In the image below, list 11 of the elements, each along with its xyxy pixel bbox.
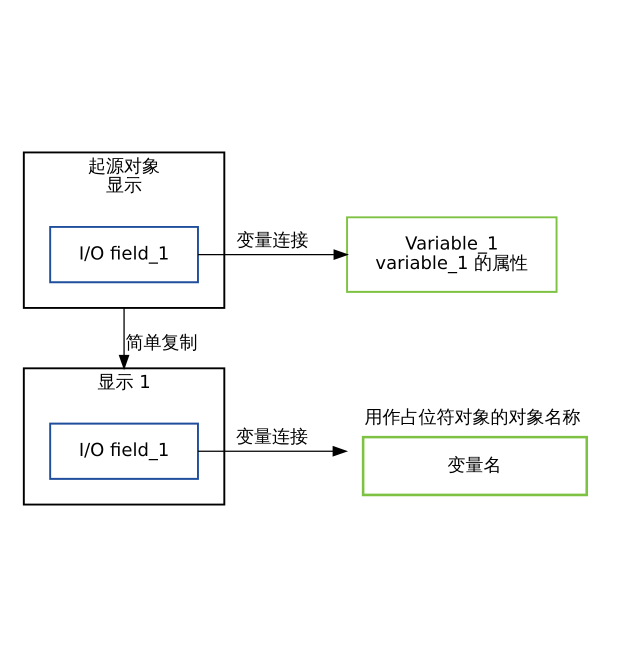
arrow — [198, 249, 349, 260]
node-box: I/O field_1 — [49, 226, 199, 284]
edge-label: 变量连接 — [236, 426, 308, 448]
arrow — [118, 308, 130, 370]
node-box: 变量名 — [362, 436, 588, 496]
edge-label: 变量连接 — [236, 230, 309, 251]
node-box: Variable_1 variable_1 的属性 — [346, 216, 558, 293]
node-box: I/O field_1 — [49, 422, 199, 480]
node-label: 用作占位符对象的对象名称 — [364, 407, 580, 428]
arrow — [198, 446, 348, 457]
edge-label: 简单复制 — [125, 332, 198, 354]
